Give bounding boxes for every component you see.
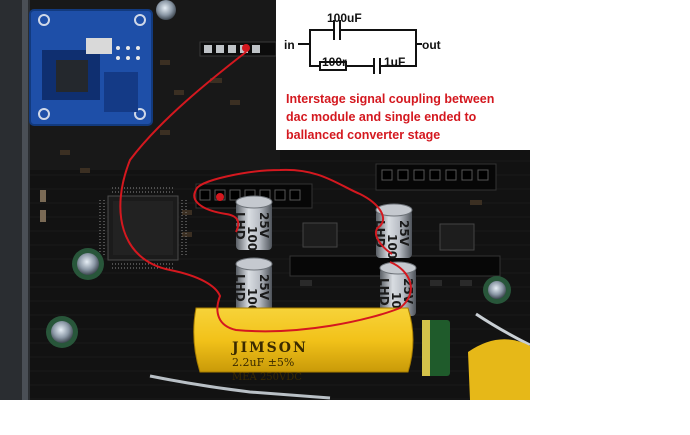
circle-around-caps bbox=[195, 168, 393, 255]
coupling-schematic bbox=[298, 20, 422, 74]
silver-wire-left bbox=[149, 374, 331, 400]
cap3-value: 100 bbox=[245, 288, 259, 313]
cap1-rating: 25V bbox=[257, 212, 271, 239]
top-pin-header bbox=[199, 41, 277, 57]
caption-line-2: dac module and single ended to bbox=[286, 110, 477, 124]
caption-line-1: Interstage signal coupling between bbox=[286, 92, 495, 106]
jimson-film-capacitor: JIMSON 2.2uF ±5% MEA 250VDC bbox=[193, 307, 414, 383]
cap3-rating: 25V bbox=[257, 274, 271, 301]
opamp-ic-right bbox=[439, 223, 475, 251]
annotation-panel: in out 100uF 100r 1uF Interstage signal … bbox=[276, 0, 530, 150]
screw-right bbox=[483, 276, 511, 304]
board-photo: 100 25V LHD 100 25V LHD 100 25V LHD 100 … bbox=[0, 0, 530, 400]
screw-left-lower bbox=[46, 316, 78, 348]
green-capacitor bbox=[422, 320, 450, 376]
schematic-resistor-label: 100r bbox=[322, 55, 347, 69]
film-cap-brand: JIMSON bbox=[230, 340, 308, 356]
opamp-ic-left bbox=[302, 222, 338, 248]
signal-path-from-dac bbox=[119, 51, 412, 333]
schematic-input-label: in bbox=[284, 38, 295, 52]
loop-around-cap bbox=[193, 189, 240, 233]
red-dot-header bbox=[242, 44, 250, 52]
cap3-brand: LHD bbox=[233, 274, 247, 302]
cap2-brand: LHD bbox=[373, 220, 387, 248]
schematic-capacitor-bypass-label: 1uF bbox=[384, 55, 406, 69]
caption-line-3: ballanced converter stage bbox=[286, 128, 441, 142]
red-dot-socket bbox=[216, 193, 224, 201]
electrolytic-cap-4: 100 25V LHD bbox=[377, 261, 417, 317]
electrolytic-cap-3: 100 25V LHD bbox=[233, 257, 273, 313]
annotation-caption: Interstage signal coupling between dac m… bbox=[286, 90, 526, 144]
film-cap-rating: MEA 250VDC bbox=[232, 372, 302, 383]
electrolytic-cap-2: 100 25V LHD bbox=[373, 203, 413, 259]
chassis-left-highlight bbox=[22, 0, 28, 400]
schematic-output-label: out bbox=[422, 38, 441, 52]
cap2-value: 100 bbox=[385, 234, 399, 259]
screw-left-upper bbox=[72, 248, 104, 280]
dac-ic bbox=[99, 187, 187, 269]
cap4-brand: LHD bbox=[377, 278, 391, 306]
film-cap-value: 2.2uF ±5% bbox=[232, 356, 294, 369]
cap1-value: 100 bbox=[245, 226, 259, 251]
schematic-capacitor-main-label: 100uF bbox=[327, 11, 362, 25]
bluetooth-module bbox=[29, 9, 153, 126]
socket-header-right bbox=[375, 163, 497, 191]
yellow-cap-bottom-right bbox=[468, 339, 530, 400]
top-screw bbox=[156, 0, 176, 20]
silver-wire-right bbox=[475, 312, 530, 347]
cap2-rating: 25V bbox=[397, 220, 411, 247]
red-annotation-marks bbox=[119, 44, 412, 333]
electrolytic-cap-1: 100 25V LHD bbox=[233, 195, 273, 251]
